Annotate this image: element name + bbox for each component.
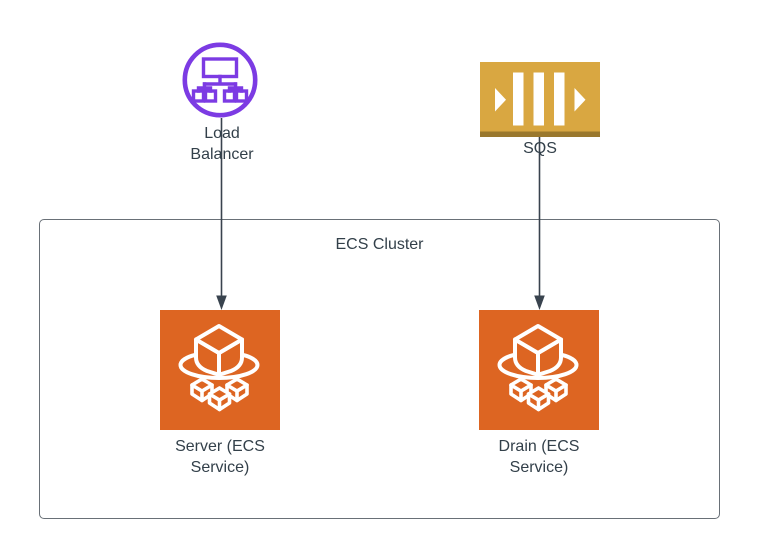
sqs-label: SQS: [523, 140, 557, 157]
ecs-service-icon: [479, 310, 599, 430]
ecs-cluster-box[interactable]: ECS Cluster: [39, 219, 720, 519]
edge-sqs-to-drain[interactable]: [534, 137, 545, 310]
ecs-service-icon: [160, 310, 280, 430]
arrowhead-down-icon: [216, 295, 227, 310]
arrowhead-down-icon: [534, 295, 545, 310]
node-sqs[interactable]: [480, 62, 600, 137]
edge-loadbalancer-to-server[interactable]: [216, 118, 227, 310]
load-balancer-label: Load Balancer: [190, 125, 254, 163]
drain-ecs-service-label: Drain (ECS Service): [498, 438, 580, 476]
node-load-balancer[interactable]: [180, 40, 260, 120]
node-server-ecs-service[interactable]: [160, 310, 280, 430]
ecs-cluster-label: ECS Cluster: [335, 236, 424, 253]
node-drain-ecs-service[interactable]: [479, 310, 599, 430]
server-ecs-service-label: Server (ECS Service): [175, 438, 265, 476]
load-balancer-icon: [182, 42, 258, 118]
sqs-queue-icon: [480, 62, 600, 137]
